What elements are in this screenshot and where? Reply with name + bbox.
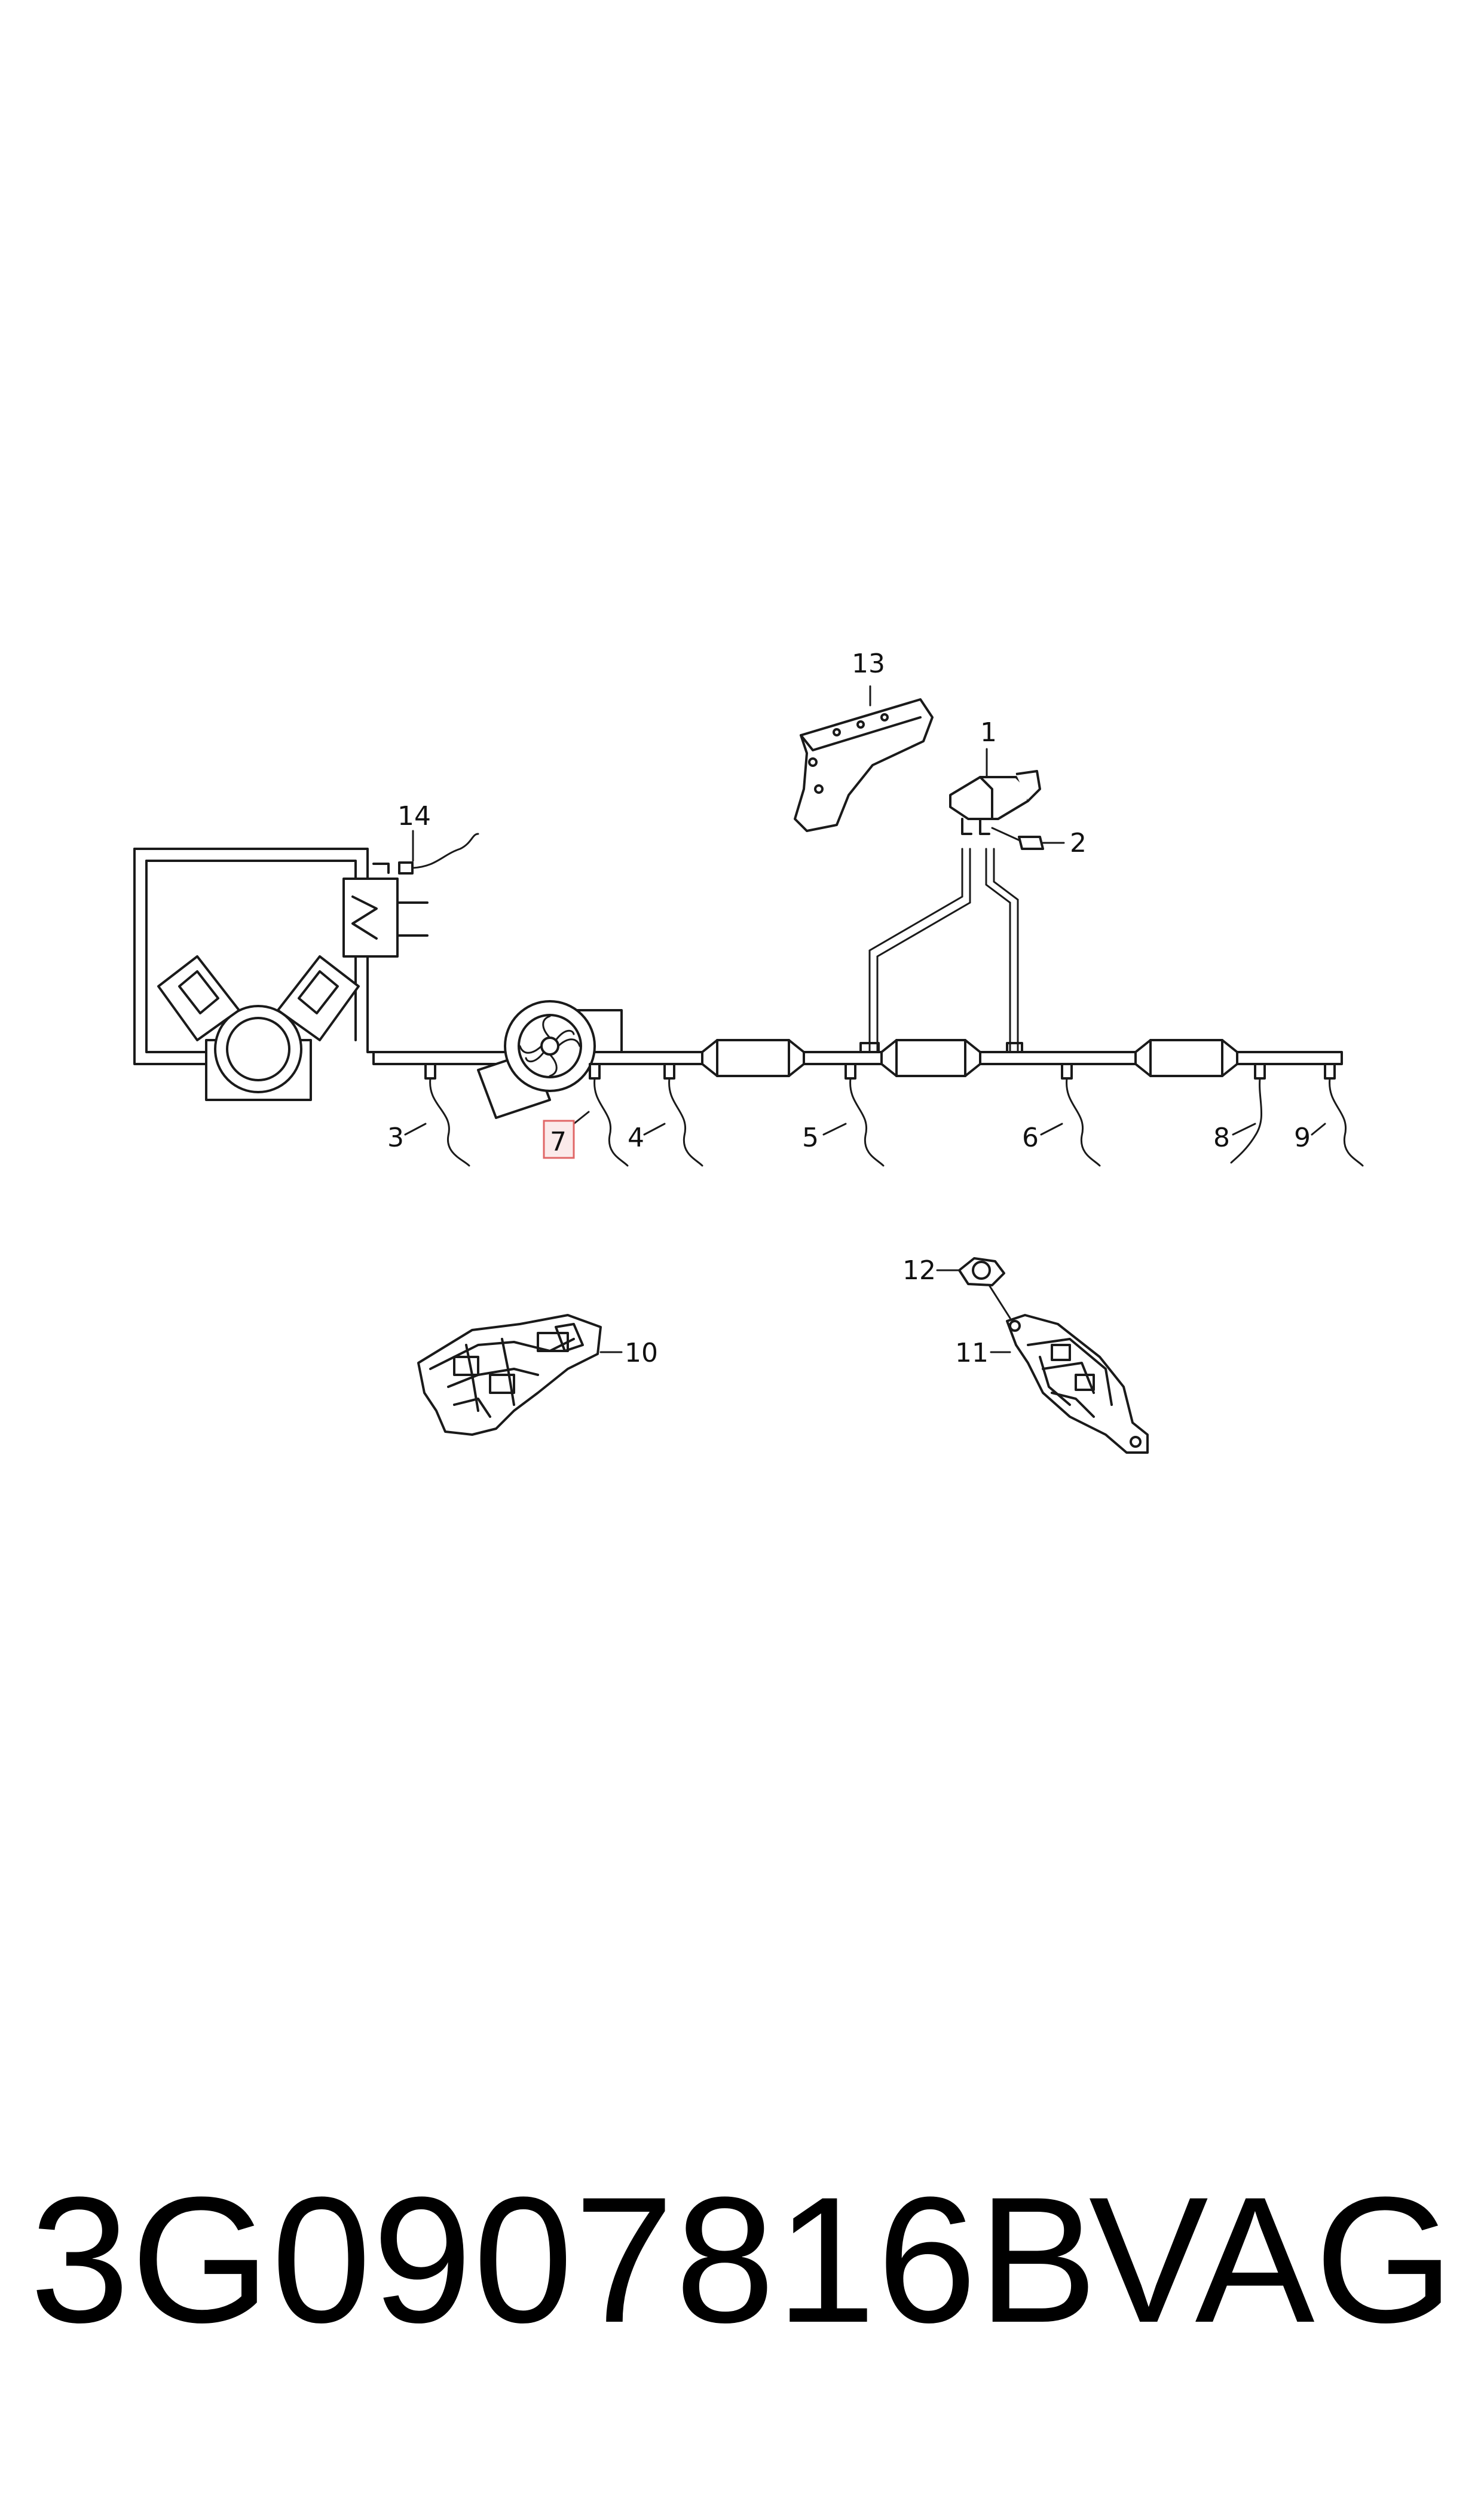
callout-13: 13 xyxy=(852,649,885,679)
brand-name: VAG xyxy=(1088,2159,1454,2360)
callout-8: 8 xyxy=(1213,1123,1230,1153)
callout-11: 11 xyxy=(955,1338,989,1368)
bracket-10 xyxy=(417,1314,602,1436)
sensor-5 xyxy=(844,1063,885,1167)
nut-12 xyxy=(958,1257,1011,1319)
sensor-8 xyxy=(1230,1063,1266,1164)
bolt-2 xyxy=(991,827,1044,850)
pressure-sensor-1 xyxy=(949,770,1041,835)
callout-3: 3 xyxy=(387,1123,404,1153)
callout-14: 14 xyxy=(397,801,431,831)
callout-4: 4 xyxy=(628,1123,644,1153)
exhaust-sensor-diagram: 13 1 2 14 3 7 4 5 6 8 9 10 11 12 xyxy=(133,649,1364,1454)
callout-labels: 13 1 2 14 3 7 4 5 6 8 9 10 11 12 xyxy=(387,649,1311,1368)
part-number: 3G0907816B xyxy=(30,2159,1099,2360)
callout-5: 5 xyxy=(802,1123,819,1153)
callout-12: 12 xyxy=(902,1255,936,1286)
heater-element xyxy=(342,863,429,958)
sensor-4 xyxy=(663,1063,703,1167)
catalytic-converter-2 xyxy=(880,1039,981,1077)
footer: 3G0907816B VAG xyxy=(30,2152,1454,2367)
bracket-11 xyxy=(1006,1314,1149,1454)
heat-shield-13 xyxy=(794,698,934,832)
catalytic-converter-3 xyxy=(1134,1039,1238,1077)
sensor-14 xyxy=(398,833,479,875)
pressure-lines xyxy=(859,848,1023,1053)
sensor-7 xyxy=(589,1063,629,1167)
engine-block xyxy=(133,848,375,1101)
turbocharger xyxy=(477,1000,623,1119)
callout-7-highlight xyxy=(543,1120,575,1159)
callout-2: 2 xyxy=(1070,828,1087,858)
callout-9: 9 xyxy=(1294,1123,1311,1153)
sensor-6 xyxy=(1061,1063,1101,1167)
leader-lines xyxy=(404,685,1326,1353)
callout-6: 6 xyxy=(1022,1123,1039,1153)
sensor-9 xyxy=(1324,1063,1364,1167)
callout-7: 7 xyxy=(550,1127,567,1157)
callout-1: 1 xyxy=(980,717,997,748)
catalytic-converter-1 xyxy=(701,1039,805,1077)
sensor-3 xyxy=(424,1063,470,1167)
callout-10: 10 xyxy=(625,1338,658,1368)
